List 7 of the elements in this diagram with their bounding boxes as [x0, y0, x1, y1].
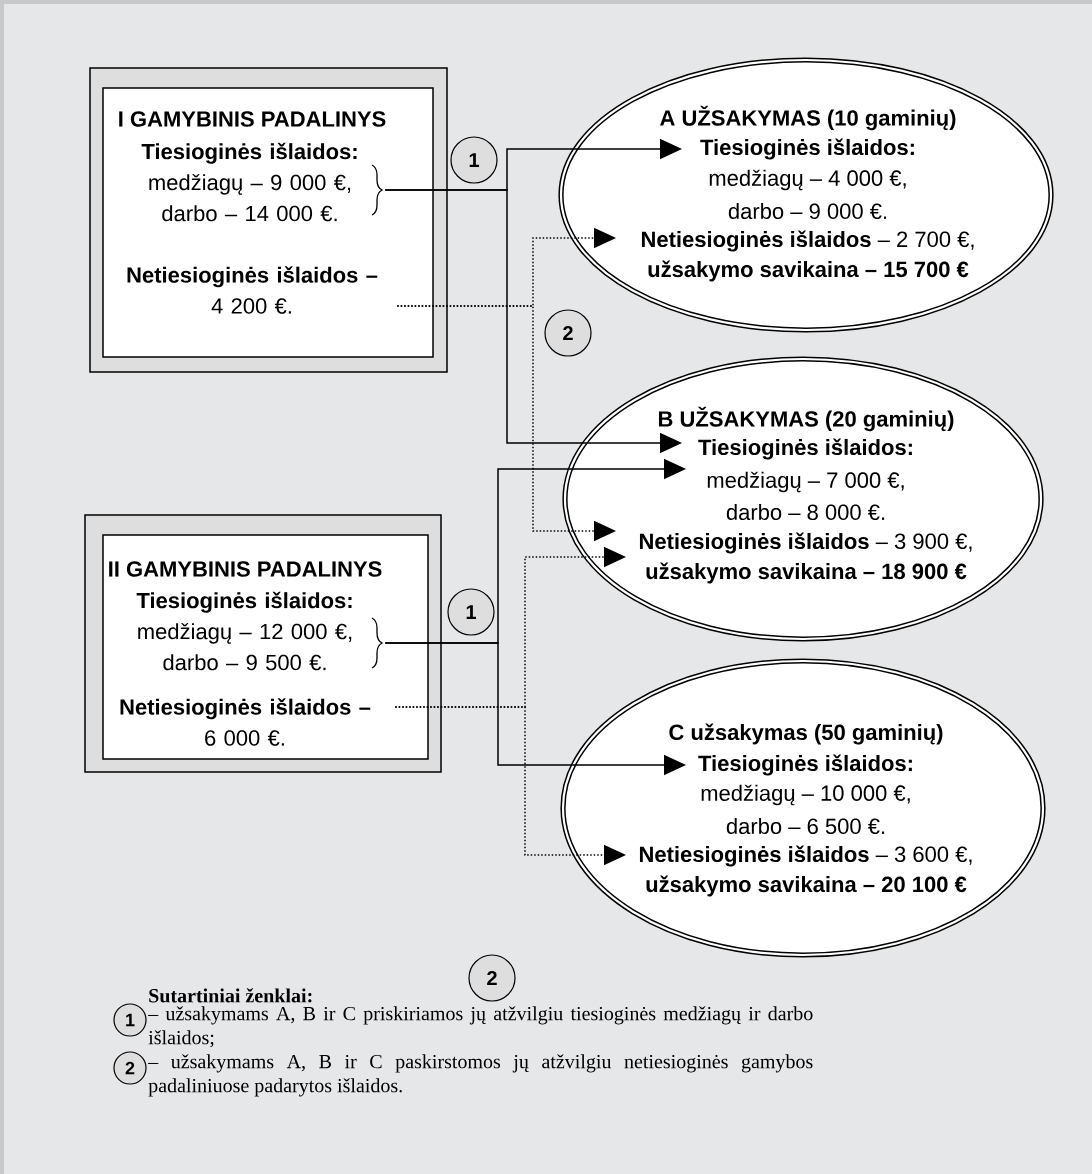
- cost-text: Netiesioginės išlaidos – 6 000 €.: [120, 698, 371, 746]
- legend-text: – užsakymams A, B ir C paskirstomos jų atžvilgiu netiesioginės gamybos padaliniuose padarytos išlaidos.: [148, 1054, 813, 1097]
- cost-text: Tiesioginės išlaidos: medžiagų – 12 000 €, darbo – 9 500 €.: [136, 591, 352, 671]
- cost-text: Tiesioginės išlaidos: medžiagų – 9 000 €, darbo – 14 000 €.: [141, 142, 357, 222]
- legend-heading: Sutartiniai ženklai:: [149, 988, 312, 1003]
- cost-text: Netiesioginės išlaidos – 4 200 €.: [127, 266, 378, 314]
- legend-text: – užsakymams A, B ir C priskiriamos jų atžvilgiu tiesioginės medžiagų ir darbo išlaidos;: [148, 1006, 813, 1048]
